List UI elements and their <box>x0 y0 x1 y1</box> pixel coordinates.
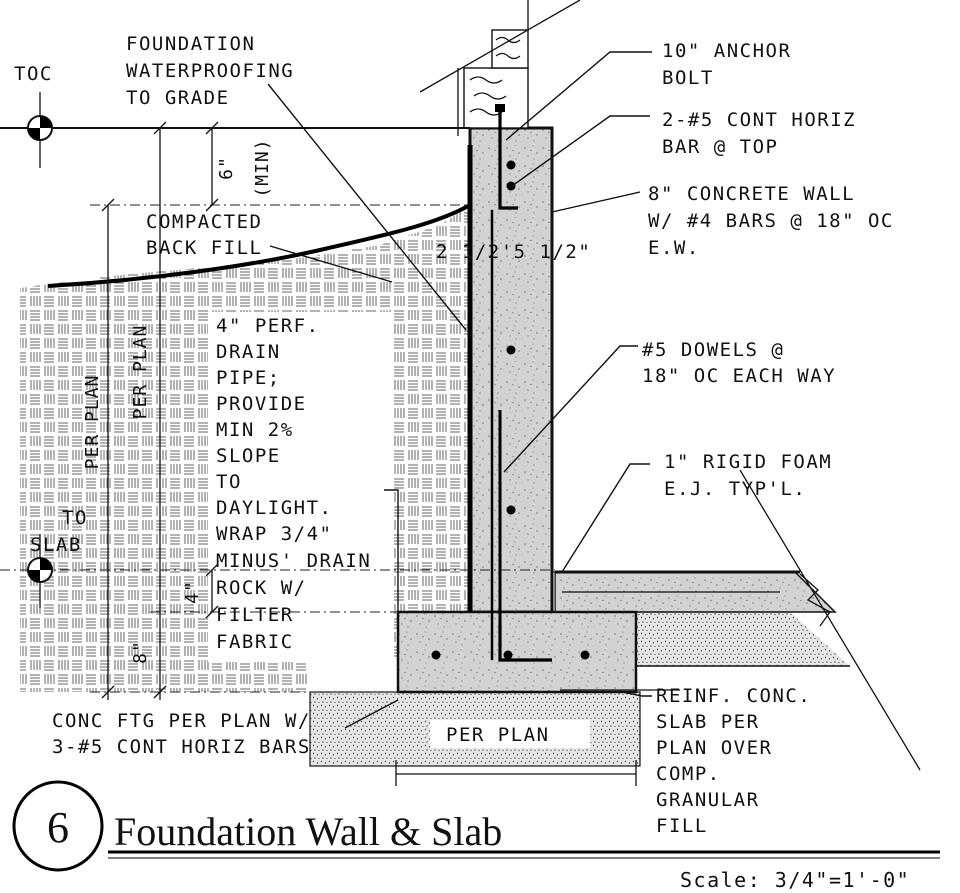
wall-horiz-bar-2 <box>506 505 516 515</box>
svg-text:MINUS' DRAIN: MINUS' DRAIN <box>216 550 371 572</box>
note-horiz-bar: 2-#5 CONT HORIZ BAR @ TOP <box>662 109 856 158</box>
svg-text:3-#5 CONT HORIZ BARS: 3-#5 CONT HORIZ BARS <box>52 736 311 758</box>
svg-text:WATERPROOFING: WATERPROOFING <box>126 60 294 82</box>
svg-text:10" ANCHOR: 10" ANCHOR <box>662 40 791 62</box>
dimension-lines <box>101 121 637 786</box>
svg-text:W/ #4 BARS @ 18" OC: W/ #4 BARS @ 18" OC <box>648 210 894 232</box>
siding-line-1 <box>419 0 581 93</box>
note-slab: REINF. CONC. SLAB PER PLAN OVER COMP. GR… <box>656 685 811 837</box>
svg-text:GRANULAR: GRANULAR <box>656 789 760 811</box>
slab-datum-symbol <box>27 534 53 608</box>
slab-break-line <box>799 573 831 627</box>
stud-wall-grain <box>495 36 521 60</box>
svg-text:BACK FILL: BACK FILL <box>146 237 262 259</box>
dim-four-inch: 4" <box>182 580 203 604</box>
footing-bar-2 <box>503 650 513 660</box>
to-slab-label-line2: SLAB <box>30 534 82 556</box>
svg-text:4" PERF.: 4" PERF. <box>216 315 320 337</box>
detail-scale: Scale: 3/4"=1'-0" <box>680 868 910 892</box>
wall-horiz-bar-1 <box>506 345 516 355</box>
note-waterproofing: FOUNDATION WATERPROOFING TO GRADE <box>126 33 294 109</box>
footing-bar-1 <box>431 650 441 660</box>
svg-text:E.W.: E.W. <box>648 237 700 259</box>
svg-text:#5 DOWELS @: #5 DOWELS @ <box>642 339 784 361</box>
top-bar-2 <box>506 181 516 191</box>
svg-text:SLAB PER: SLAB PER <box>656 711 760 733</box>
svg-text:BOLT: BOLT <box>662 67 714 89</box>
svg-text:1" RIGID FOAM: 1" RIGID FOAM <box>664 451 832 473</box>
svg-text:PLAN OVER: PLAN OVER <box>656 737 772 759</box>
svg-text:WRAP 3/4": WRAP 3/4" <box>216 523 332 545</box>
note-backfill: COMPACTED BACK FILL <box>146 211 262 259</box>
sill-plate <box>463 67 529 129</box>
note-dowels: #5 DOWELS @ 18" OC EACH WAY <box>642 339 836 387</box>
toc-label: TOC <box>14 63 53 85</box>
stud-wall <box>491 29 529 69</box>
detail-number-circle <box>12 780 104 872</box>
svg-text:REINF. CONC.: REINF. CONC. <box>656 685 811 707</box>
dim-per-plan-inner: PER PLAN <box>130 325 151 420</box>
svg-text:FILL: FILL <box>656 815 708 837</box>
svg-text:BAR @ TOP: BAR @ TOP <box>662 136 778 158</box>
granular-fill <box>635 612 850 666</box>
anchor-bolt <box>498 110 518 210</box>
note-drain-pipe: 4" PERF. DRAIN PIPE; PROVIDE MIN 2% SLOP… <box>216 315 371 653</box>
toc-datum-symbol <box>27 92 53 168</box>
note-concrete-wall: 8" CONCRETE WALL W/ #4 BARS @ 18" OC E.W… <box>648 183 894 259</box>
top-bar-1 <box>506 160 516 170</box>
dim-per-plan-outer: PER PLAN <box>82 375 103 470</box>
svg-text:8" CONCRETE WALL: 8" CONCRETE WALL <box>648 183 855 205</box>
svg-text:COMP.: COMP. <box>656 763 721 785</box>
svg-text:COMPACTED: COMPACTED <box>146 211 262 233</box>
svg-text:TO: TO <box>216 471 242 493</box>
note-anchor-bolt: 10" ANCHOR BOLT <box>662 40 791 89</box>
svg-text:FILTER: FILTER <box>216 604 294 626</box>
detail-title: Foundation Wall & Slab <box>114 809 502 854</box>
svg-text:E.J. TYP'L.: E.J. TYP'L. <box>664 478 806 500</box>
svg-text:SLOPE: SLOPE <box>216 445 281 467</box>
detail-number: 6 <box>47 803 69 852</box>
dim-min: (MIN) <box>252 138 273 197</box>
to-slab-label-line1: TO <box>62 507 88 529</box>
dim-eight-inch: 8" <box>130 640 151 664</box>
svg-text:FOUNDATION: FOUNDATION <box>126 33 255 55</box>
svg-text:18" OC EACH WAY: 18" OC EACH WAY <box>642 365 836 387</box>
svg-text:PIPE;: PIPE; <box>216 367 281 389</box>
svg-text:MIN 2%: MIN 2% <box>216 419 294 441</box>
drain-note-clearing <box>208 312 394 662</box>
dim-six-inch: 6" <box>216 156 237 180</box>
svg-text:TO GRADE: TO GRADE <box>126 87 230 109</box>
footing-bar-3 <box>580 650 590 660</box>
svg-text:DAYLIGHT.: DAYLIGHT. <box>216 497 332 519</box>
slab-edge-line <box>739 469 921 771</box>
grade-line <box>47 203 471 288</box>
note-footing: CONC FTG PER PLAN W/ 3-#5 CONT HORIZ BAR… <box>52 710 311 758</box>
svg-text:PROVIDE: PROVIDE <box>216 393 307 415</box>
dim-wall-dims: 2 1/2'5 1/2" <box>436 241 591 263</box>
dim-footing-width: PER PLAN <box>446 724 550 746</box>
leader-lines <box>267 51 652 729</box>
svg-text:CONC FTG PER PLAN W/: CONC FTG PER PLAN W/ <box>52 710 311 732</box>
svg-text:2-#5 CONT HORIZ: 2-#5 CONT HORIZ <box>662 109 856 131</box>
note-rigid-foam: 1" RIGID FOAM E.J. TYP'L. <box>664 451 832 500</box>
svg-text:FABRIC: FABRIC <box>216 631 294 653</box>
svg-text:ROCK W/: ROCK W/ <box>216 577 307 599</box>
dowel-hook <box>498 622 552 662</box>
anchor-bolt-nut <box>495 104 505 112</box>
svg-text:DRAIN: DRAIN <box>216 341 281 363</box>
concrete-wall <box>468 126 554 614</box>
sill-plate-grain <box>469 76 507 116</box>
footing-width-label-box <box>430 720 590 748</box>
